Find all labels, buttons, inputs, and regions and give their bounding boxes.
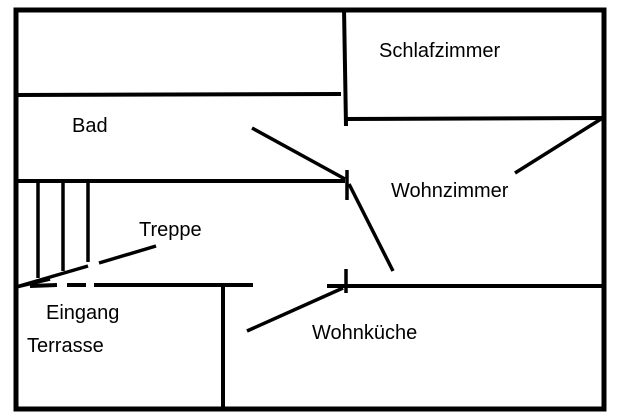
staircase: [15, 182, 157, 289]
door-jamb-ticks: [344, 170, 349, 293]
interior-walls: [15, 7, 605, 409]
room-label-treppe: Treppe: [139, 219, 202, 241]
room-label-schlafzimmer: Schlafzimmer: [379, 40, 501, 62]
dashed-wall-segments: [29, 283, 86, 288]
room-label-wohnzimmer: Wohnzimmer: [391, 180, 509, 202]
room-label-eingang: Eingang: [46, 302, 120, 324]
room-label-terrasse: Terrasse: [27, 335, 104, 357]
door-swing-lines: [246, 117, 602, 333]
outer-wall: [13, 7, 607, 412]
room-label-wohnkueche: Wohnküche: [312, 322, 418, 344]
room-label-bad: Bad: [72, 115, 108, 137]
